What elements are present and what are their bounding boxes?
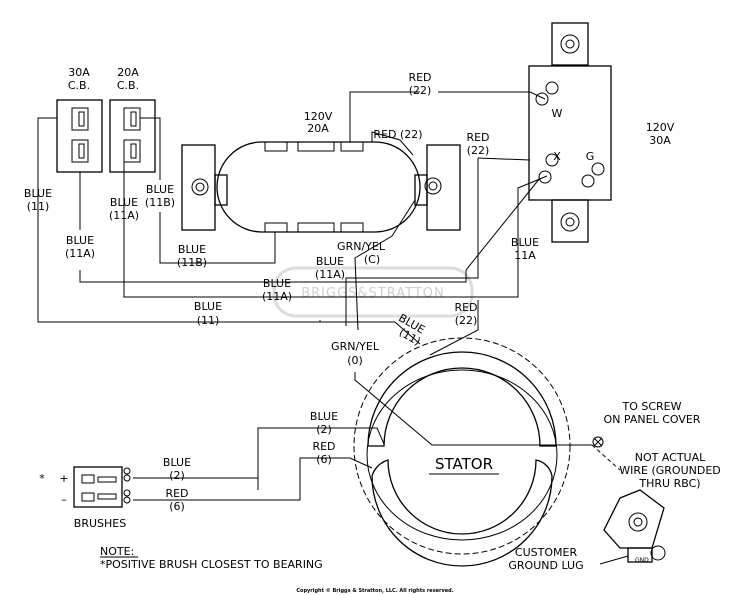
rec20-label-amps: 20A	[307, 122, 329, 135]
not-actual-line1: NOT ACTUAL	[635, 451, 706, 464]
note-body: *POSITIVE BRUSH CLOSEST TO BEARING	[100, 558, 323, 571]
label-blue11-left-b: (11)	[27, 200, 50, 213]
rec30-label-volts: 120V	[646, 121, 675, 134]
rec30-term-g: G	[586, 150, 595, 163]
copyright: Copyright © Briggs & Stratton, LLC. All …	[296, 588, 453, 594]
brushes: + – * BRUSHES	[39, 466, 131, 530]
label-red22-inner: RED (22)	[373, 128, 422, 141]
label-blue11a-low-b: (11A)	[262, 290, 292, 303]
label-red22-stator-a: RED	[454, 301, 477, 314]
rec20-label-volts: 120V	[304, 110, 333, 123]
label-red22-right-a: RED	[466, 131, 489, 144]
label-grnyel-c-b: (C)	[364, 253, 380, 266]
label-red22-right-b: (22)	[467, 144, 490, 157]
label-red22-stator-b: (22)	[455, 314, 478, 327]
label-red6-brush-b: (6)	[169, 500, 185, 513]
cb30-label-amps: 30A	[68, 66, 90, 79]
label-blue11b-cb-a: BLUE	[146, 183, 174, 196]
ground-lug-line2: GROUND LUG	[508, 559, 583, 572]
not-actual-line2: WIRE (GROUNDED	[619, 464, 721, 477]
note-title: NOTE:	[100, 545, 134, 558]
rec30-term-x: X	[553, 150, 561, 163]
label-blue11a-mid-b: (11A)	[315, 268, 345, 281]
watermark: BRIGGS&STRATTON	[272, 266, 474, 318]
label-blue11a-left-a: BLUE	[66, 234, 94, 247]
label-blue11a-right-a: BLUE	[511, 236, 539, 249]
annotations: TO SCREW ON PANEL COVER NOT ACTUAL WIRE …	[100, 400, 721, 594]
receptacle-120v-20a: 120V 20A	[181, 110, 461, 233]
label-red6-brush-a: RED	[165, 487, 188, 500]
label-red6-b: (6)	[316, 453, 332, 466]
label-red22-top-b: (22)	[409, 84, 432, 97]
cb20-label-amps: 20A	[117, 66, 139, 79]
label-grnyel-c-a: GRN/YEL	[337, 240, 386, 253]
label-blue2-a: BLUE	[310, 410, 338, 423]
label-blue11a-low-a: BLUE	[263, 277, 291, 290]
label-blue11-bottom-b: (11)	[197, 314, 220, 327]
brushes-label: BRUSHES	[74, 517, 126, 530]
watermark-text: BRIGGS&STRATTON	[301, 286, 445, 301]
stator-label: STATOR	[435, 455, 493, 473]
panel-note-line1: TO SCREW	[621, 400, 681, 413]
circuit-breaker-30a: 30A C.B.	[56, 66, 103, 173]
label-red22-top-a: RED	[408, 71, 431, 84]
label-blue2-b: (2)	[316, 423, 332, 436]
cb20-label-cb: C.B.	[117, 79, 139, 92]
receptacle-120v-30a: W X G 120V 30A	[528, 22, 675, 243]
cb30-label-cb: C.B.	[68, 79, 90, 92]
stator: STATOR	[353, 337, 571, 567]
label-blue2-brush-b: (2)	[169, 469, 185, 482]
brush-minus: –	[61, 493, 67, 506]
label-blue11b-low-a: BLUE	[178, 243, 206, 256]
label-blue11-bottom-a: BLUE	[194, 300, 222, 313]
wire-labels: RED (22) RED (22) RED (22) BLUE (11) BLU…	[24, 71, 539, 513]
label-blue2-brush-a: BLUE	[163, 456, 191, 469]
panel-note-line2: ON PANEL COVER	[604, 413, 701, 426]
label-blue11a-right-b: 11A	[514, 249, 536, 262]
brush-plus: +	[59, 472, 68, 485]
label-blue11b-low-b: (11B)	[177, 256, 207, 269]
label-blue11-left-a: BLUE	[24, 187, 52, 200]
label-blue11b-cb-b: (11B)	[145, 196, 175, 209]
label-grnyel0-b: (0)	[347, 354, 363, 367]
ground-lug-line1: CUSTOMER	[515, 546, 578, 559]
label-grnyel0-a: GRN/YEL	[331, 340, 380, 353]
label-red6-a: RED	[312, 440, 335, 453]
ground-lug-tag: GND	[635, 557, 649, 564]
label-blue11a-mid-a: BLUE	[316, 255, 344, 268]
rec30-term-w: W	[552, 107, 563, 120]
label-blue11a-cb-b: (11A)	[109, 209, 139, 222]
wires	[37, 91, 621, 501]
brush-star: *	[39, 472, 45, 485]
not-actual-line3: THRU RBC)	[638, 477, 700, 490]
circuit-breaker-20a: 20A C.B.	[109, 66, 156, 173]
label-blue11a-left-b: (11A)	[65, 247, 95, 260]
panel-screw-point	[592, 436, 604, 448]
rec30-label-amps: 30A	[649, 134, 671, 147]
label-blue11a-cb-a: BLUE	[110, 196, 138, 209]
ground-lug: GND	[603, 489, 666, 564]
